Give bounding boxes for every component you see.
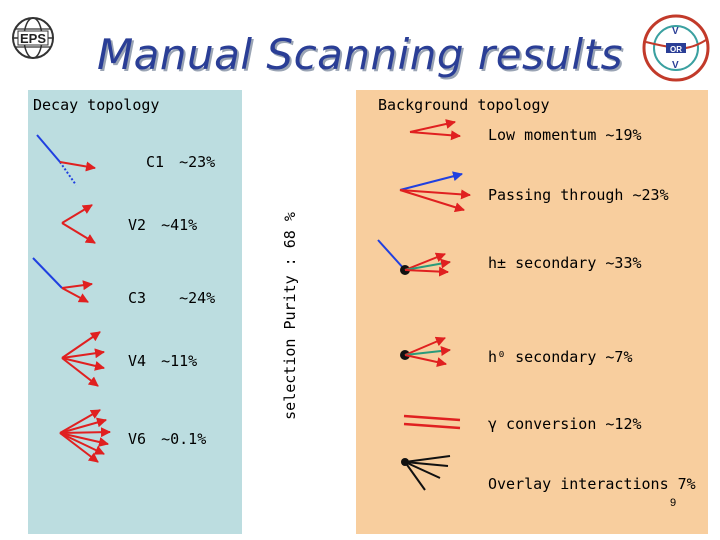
h-charged-secondary-sketch (377, 239, 451, 277)
passing-through-sketch (399, 171, 471, 213)
decay-fraction: ~24% (179, 289, 216, 307)
background-item-gamma-conversion: γ conversion ~12% (488, 415, 642, 433)
slide-title: Manual Scanning results (96, 30, 624, 79)
decay-code: V4 (128, 352, 147, 370)
background-item-h-charged-secondary: h± secondary ~33% (488, 254, 642, 272)
v6-topology-sketch (59, 409, 111, 463)
decay-code: V2 (128, 216, 147, 234)
decay-fraction: ~0.1% (161, 430, 207, 448)
decay-code: V6 (128, 430, 147, 448)
decay-fraction: ~11% (161, 352, 198, 370)
gamma-conversion-sketch (403, 414, 461, 430)
c1-topology-sketch (36, 134, 96, 186)
decay-item-v2: V2 ~41% (128, 216, 197, 234)
low-momentum-sketch (409, 119, 461, 141)
selection-purity-label: selection Purity : 68 % (281, 212, 299, 420)
background-item-overlay-interactions: Overlay interactions 7% (488, 475, 696, 493)
decay-item-v6: V6 ~0.1% (128, 430, 206, 448)
decay-code: C1 (146, 153, 165, 171)
decay-topology-panel (28, 90, 242, 534)
c3-topology-sketch (32, 257, 93, 303)
decay-topology-heading: Decay topology (33, 96, 160, 114)
h-neutral-secondary-sketch (400, 336, 451, 367)
overlay-interactions-sketch (401, 455, 451, 491)
v2-topology-sketch (61, 204, 96, 244)
background-item-passing-through: Passing through ~23% (488, 186, 669, 204)
decay-code: C3 (128, 289, 147, 307)
decay-item-c3: C3 ~24% (128, 289, 215, 307)
background-item-low-momentum: Low momentum ~19% (488, 126, 642, 144)
background-item-h-neutral-secondary: h⁰ secondary ~7% (488, 348, 633, 366)
decay-item-c1: C1 ~23% (146, 153, 215, 171)
decay-fraction: ~23% (179, 153, 216, 171)
page-number: 9 (670, 497, 677, 509)
decay-fraction: ~41% (161, 216, 198, 234)
decay-item-v4: V4 ~11% (128, 352, 197, 370)
v4-topology-sketch (61, 331, 105, 387)
background-topology-heading: Background topology (378, 96, 550, 114)
